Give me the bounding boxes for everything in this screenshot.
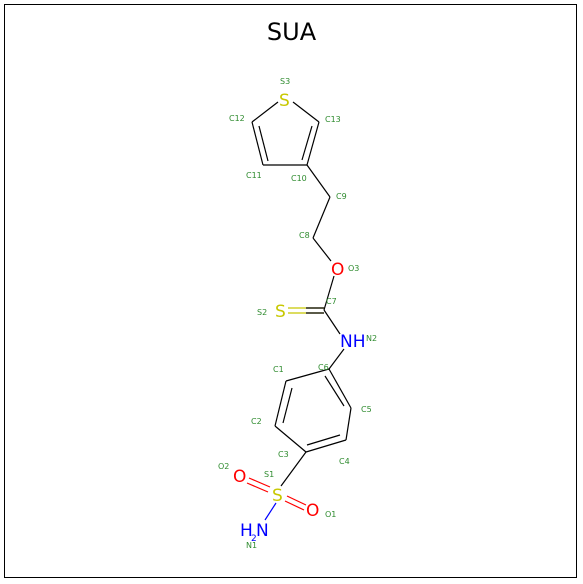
bond-c10-c9	[306, 164, 331, 198]
index-c4: C4	[339, 457, 350, 466]
bond-c6-c1	[285, 368, 330, 382]
atom-s1: S	[272, 486, 283, 506]
atom-n1-sub: 2	[251, 534, 257, 544]
bond-c5-c6	[328, 368, 352, 409]
index-n2: N2	[366, 334, 377, 343]
index-c8: C8	[299, 231, 310, 240]
index-c3: C3	[278, 450, 289, 459]
index-n1: N1	[246, 541, 257, 550]
index-c12: C12	[229, 114, 245, 123]
bond-s1-o1-a	[286, 495, 307, 506]
molecule-title: SUA	[266, 18, 317, 46]
bond-s3-c13	[292, 101, 320, 123]
bond-c12-c11-inner	[258, 125, 269, 162]
index-c6: C6	[318, 363, 329, 372]
bond-c10-c13-inner	[301, 125, 313, 161]
bonds	[246, 101, 352, 521]
heteroatom-symbols: S O S NH S O O H 2 N	[233, 91, 366, 544]
index-s3: S3	[280, 77, 290, 86]
index-c5: C5	[361, 405, 372, 414]
bond-s3-c12	[251, 101, 279, 123]
index-o1: O1	[325, 510, 336, 519]
index-s2: S2	[257, 308, 267, 317]
atom-n1-h: H	[240, 521, 253, 541]
bond-c3-s1	[280, 451, 307, 487]
bond-c8-o3	[312, 237, 332, 262]
bond-c1-c2-inner	[282, 387, 293, 424]
atom-o2: O	[233, 467, 246, 487]
bond-c3-c4-inner	[306, 434, 341, 446]
bond-c7-n2	[323, 309, 341, 335]
bond-c4-c5	[345, 407, 352, 441]
atom-n2: NH	[340, 332, 366, 352]
index-c10: C10	[291, 174, 307, 183]
atom-s3: S	[279, 91, 290, 111]
index-c1: C1	[273, 365, 284, 374]
bond-c9-c8	[312, 196, 331, 239]
index-c7: C7	[326, 297, 337, 306]
atom-o1: O	[306, 501, 319, 521]
diagram-frame	[4, 4, 577, 578]
bond-c12-c11	[251, 121, 264, 166]
index-c9: C9	[336, 192, 347, 201]
bond-c3-c4	[305, 439, 347, 453]
bond-o3-c7	[323, 275, 335, 311]
index-c13: C13	[325, 115, 341, 124]
index-c11: C11	[246, 171, 262, 180]
atom-s2: S	[275, 302, 286, 322]
bond-c5-c6-inner	[324, 375, 345, 407]
bond-c2-c3	[274, 425, 307, 453]
index-s1: S1	[264, 470, 274, 479]
bond-s1-o2-b	[246, 482, 269, 493]
index-o2: O2	[218, 462, 229, 471]
atom-o3: O	[331, 260, 344, 280]
bond-s1-n1	[264, 502, 277, 521]
index-c2: C2	[251, 417, 262, 426]
bond-n2-c6	[328, 348, 345, 370]
bond-s1-o2-a	[248, 477, 271, 488]
atom-index-labels: S3 C12 C13 C11 C10 C9 C8 O3 C7 S2 N2 C1 …	[218, 77, 377, 550]
bond-c10-c13	[306, 121, 320, 166]
bond-s1-o1-b	[284, 500, 305, 511]
atom-n1-n: N	[256, 521, 269, 541]
bond-c1-c2	[274, 380, 287, 427]
index-o3: O3	[348, 264, 359, 273]
